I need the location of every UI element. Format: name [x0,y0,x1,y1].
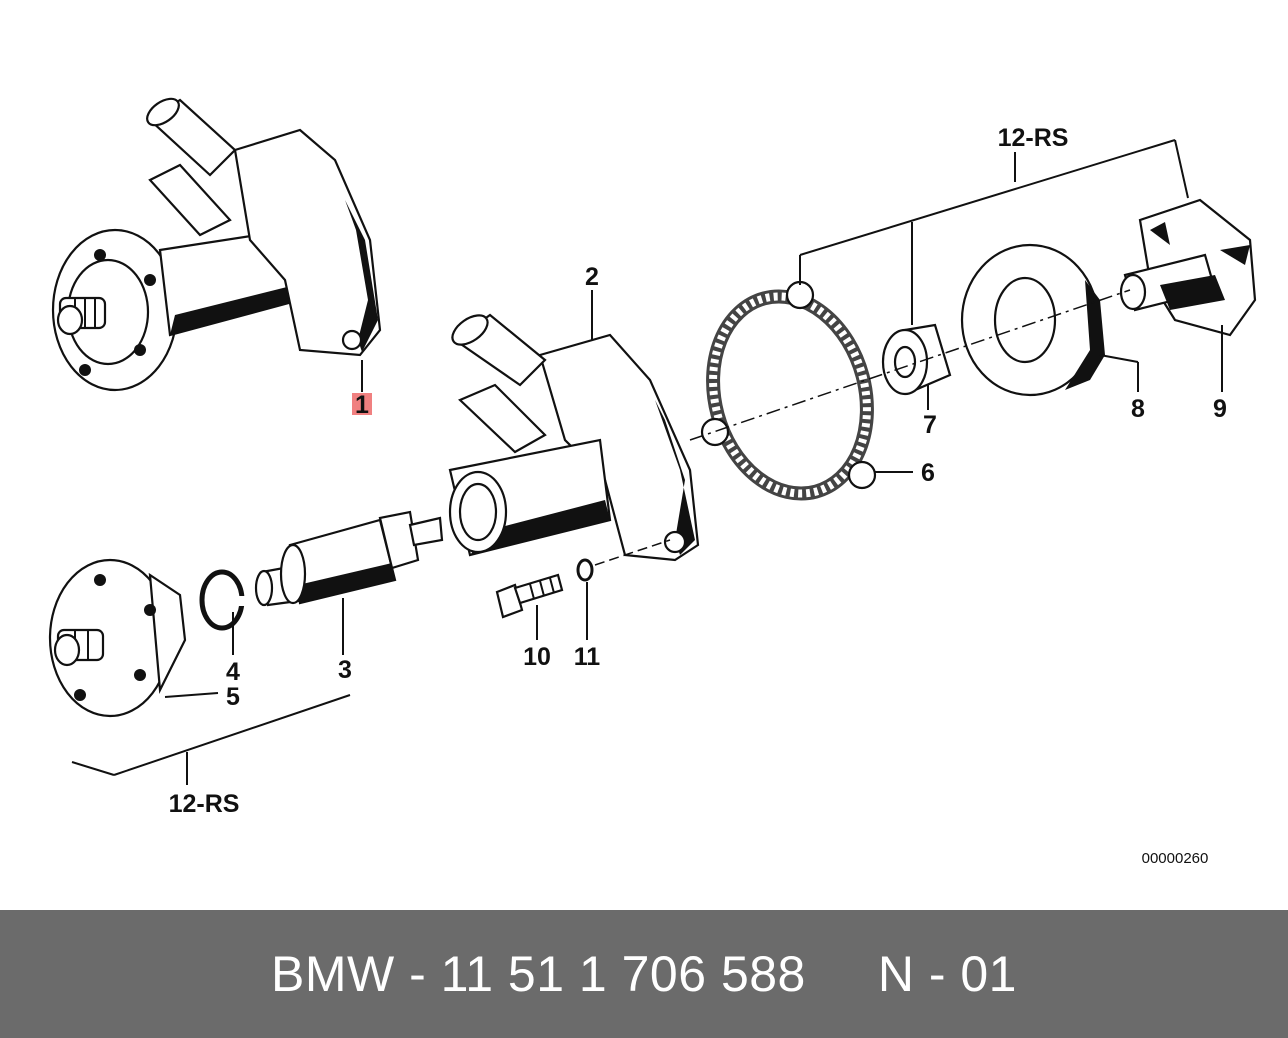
exploded-parts-diagram: 1 2 3 4 [48,97,1257,867]
leader-line-5 [164,692,219,698]
part-number-text: BMW - 11 51 1 706 588 N - 01 [271,946,1017,1002]
washer-drawing [576,558,594,582]
callout-1: 1 [355,391,369,419]
callout-4: 4 [226,658,240,686]
gasket-drawing [700,280,877,501]
bolt-drawing [495,573,564,619]
assembly-axis [689,289,1131,441]
callout-2: 2 [585,263,599,291]
water-pump-assembly-drawing [51,97,382,392]
callout-10: 10 [523,643,551,671]
callout-1-highlight [352,393,372,415]
callout-9: 9 [1213,395,1227,423]
circlip-drawing [199,569,245,631]
repair-set-bracket-top [799,139,1189,325]
callout-3: 3 [338,656,352,684]
leader-line-8 [1099,354,1139,363]
hub-flange-drawing [48,558,187,718]
group-label-bottom: 12-RS [169,790,240,818]
group-label-top: 12-RS [998,124,1069,152]
callout-6: 6 [921,459,935,487]
callout-5: 5 [226,683,240,711]
reference-code: 00000260 [1142,850,1209,867]
callout-7: 7 [923,411,937,439]
part-number-footer: BMW - 11 51 1 706 588 N - 01 [0,910,1288,1038]
callout-8: 8 [1131,395,1145,423]
bearing-shaft-drawing [254,510,444,607]
impeller-drawing [1119,198,1257,337]
slide-ring-drawing [960,243,1105,397]
repair-set-bracket-bottom [71,694,351,785]
pump-housing-drawing [448,313,700,562]
callout-11: 11 [574,643,601,671]
seal-ring-drawing [881,323,952,396]
bolt-axis [594,539,671,566]
